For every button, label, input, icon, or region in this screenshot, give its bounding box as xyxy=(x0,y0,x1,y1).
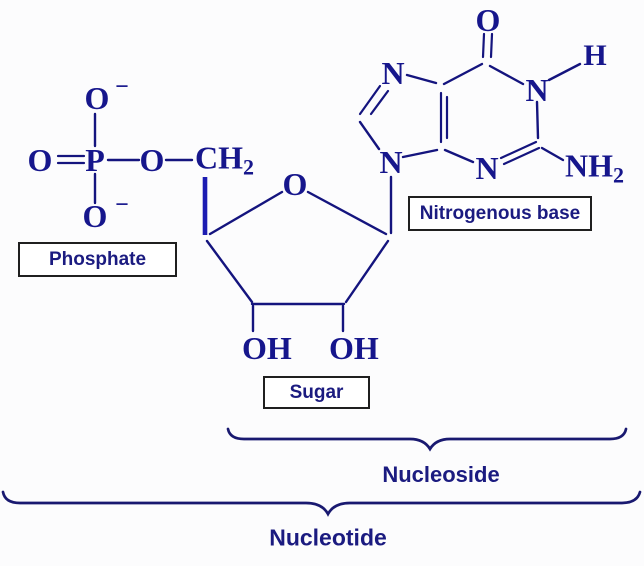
bond-c6-o-double-1 xyxy=(481,32,486,59)
atom-n3: N xyxy=(475,150,499,186)
bond-c1-c2 xyxy=(344,239,390,304)
sugar-bonds xyxy=(202,177,390,333)
bond-n7-c8-double-1 xyxy=(358,84,382,116)
nitrogenous-base-label-box: Nitrogenous base xyxy=(408,196,592,231)
group-nh2: NH2 xyxy=(565,150,624,187)
bond-c6-n1 xyxy=(488,64,525,86)
base-bonds xyxy=(358,32,582,235)
phosphate-bonds xyxy=(56,112,194,205)
bond-n1-c2 xyxy=(535,100,540,140)
atom-base-hydrogen: H xyxy=(583,39,607,72)
bond-c5-c6 xyxy=(442,62,484,86)
nh2-text: NH xyxy=(565,147,613,184)
atom-o-bottom: O xyxy=(82,198,108,234)
bond-c2-n3-double-1 xyxy=(499,140,538,160)
ch2-subscript: 2 xyxy=(243,154,254,180)
bond-c6-o-double-2 xyxy=(489,32,494,59)
ch2-text: CH xyxy=(195,139,243,176)
bond-c5-n7 xyxy=(405,73,438,85)
nitrogenous-base-label: Nitrogenous base xyxy=(419,202,581,224)
group-oh-right: OH xyxy=(329,330,379,366)
sugar-label: Sugar xyxy=(289,381,344,403)
group-oh-left: OH xyxy=(242,330,292,366)
nucleoside-brace xyxy=(226,427,628,452)
group-ch2: CH2 xyxy=(195,142,254,179)
atom-base-oxygen: O xyxy=(475,2,501,38)
phosphate-label-box: Phosphate xyxy=(18,242,177,277)
bond-ringo-c1 xyxy=(306,190,388,236)
phosphate-label: Phosphate xyxy=(48,248,147,270)
bond-n7-c8-double-2 xyxy=(369,89,390,116)
atom-n9: N xyxy=(379,144,403,180)
atom-n7: N xyxy=(381,55,405,91)
bond-c2-n3-double-2 xyxy=(502,146,541,166)
bond-n1-h xyxy=(547,62,582,82)
bond-n3-c4 xyxy=(443,148,475,164)
bond-n9-c4 xyxy=(401,148,439,159)
nh2-subscript: 2 xyxy=(613,162,624,188)
bond-c2-nh2 xyxy=(540,146,565,162)
atom-phosphorus: P xyxy=(85,142,105,178)
bond-ringo-c4 xyxy=(208,190,284,236)
charge-minus-top: − xyxy=(115,74,129,100)
atom-o-bridge: O xyxy=(139,142,165,178)
atom-n1: N xyxy=(525,72,549,108)
bond-c4-c3 xyxy=(205,239,254,304)
sugar-label-box: Sugar xyxy=(263,376,370,409)
atom-o-top: O xyxy=(84,80,110,116)
bond-c8-n9 xyxy=(358,120,381,151)
nucleoside-label: Nucleoside xyxy=(382,462,500,487)
charge-minus-bottom: − xyxy=(115,192,129,218)
atom-ring-oxygen: O xyxy=(282,166,308,202)
atom-o-left: O xyxy=(27,142,53,178)
nucleotide-label: Nucleotide xyxy=(269,524,387,551)
nucleotide-brace xyxy=(1,490,642,517)
